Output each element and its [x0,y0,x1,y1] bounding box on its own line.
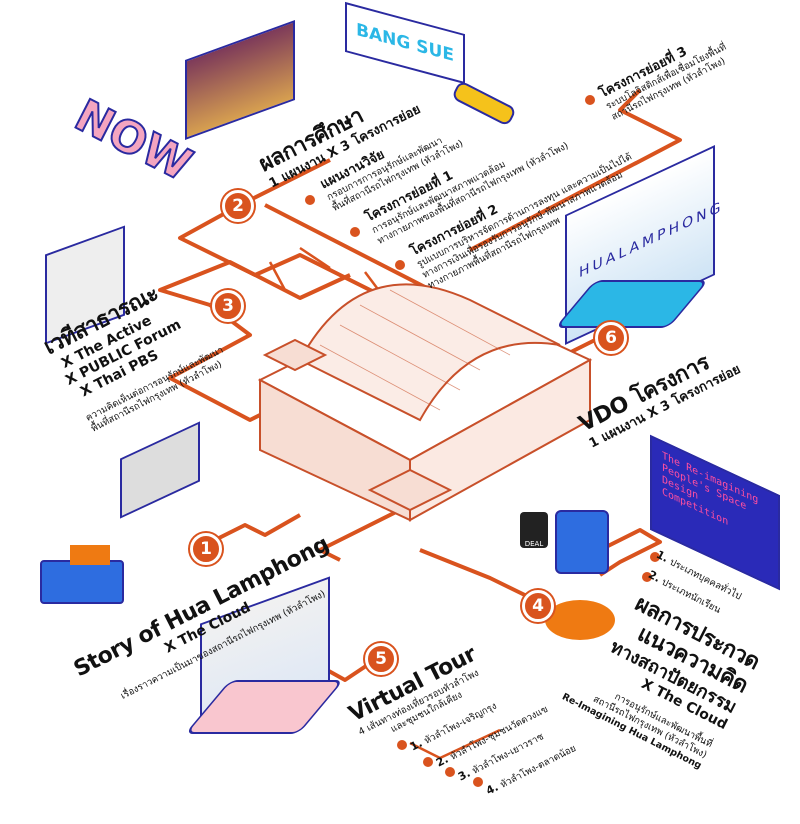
badge-2: 2 [222,190,254,222]
badge-1: 1 [190,533,222,565]
hua-lamphong-station-illustration [257,283,593,522]
orange-floor [545,600,615,640]
hualamphong-title: HUALAMPHONG [579,198,724,282]
train-roof [70,545,110,565]
deal-phone: DEAL [520,512,548,548]
badge-5: 5 [365,643,397,675]
robot-figure [555,510,609,574]
train-illustration [40,560,124,604]
badge-4: 4 [522,590,554,622]
badge-3: 3 [212,290,244,322]
badge-6: 6 [595,322,627,354]
